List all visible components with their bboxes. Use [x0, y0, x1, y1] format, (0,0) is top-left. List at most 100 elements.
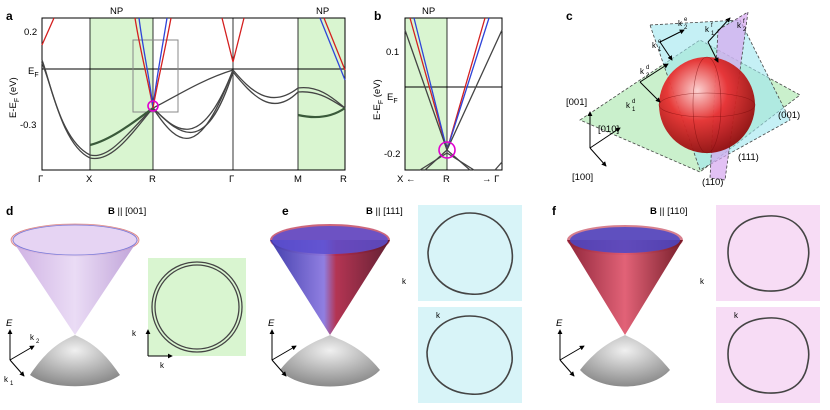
field-label-d: B || [001] — [108, 206, 146, 217]
svg-text:M: M — [294, 174, 302, 185]
svg-text:k: k — [737, 21, 742, 30]
svg-text:k: k — [678, 19, 683, 28]
svg-text:2: 2 — [743, 27, 747, 33]
field-label-f: B || [110] — [650, 206, 688, 217]
gray-surface-f — [580, 335, 670, 387]
k1d-axis-label: k — [4, 375, 9, 384]
svg-text:1: 1 — [658, 47, 662, 53]
fs-d-k2-label: k — [132, 329, 137, 338]
svg-text:k: k — [705, 25, 710, 34]
fs-f-k1-label: k — [734, 311, 739, 320]
fs-contour-e-1 — [427, 212, 514, 295]
plane-label-001: (001) — [778, 110, 800, 121]
fs-e-k2-label: k — [402, 277, 407, 286]
k1d-axis-sub: 1 — [10, 381, 14, 387]
panel-b-label: b — [374, 9, 381, 23]
svg-text:f: f — [711, 23, 713, 29]
svg-text:k: k — [626, 101, 631, 110]
k2d-axis-sub: 2 — [36, 339, 40, 345]
fs-contour-f-1 — [727, 215, 810, 292]
dirac-cone-f — [567, 240, 683, 335]
band-curves — [41, 59, 346, 160]
axes-fs-d — [145, 329, 173, 359]
e-axis-d: E — [6, 318, 13, 329]
fs-box-d — [148, 258, 246, 356]
band-colored — [41, 17, 346, 109]
ef-label-a: EF — [28, 66, 39, 79]
np-label-b: NP — [422, 6, 435, 17]
node-circle-a — [147, 100, 159, 112]
crystal-axes — [587, 111, 621, 167]
fs-box-f-2 — [716, 307, 820, 403]
svg-text:X: X — [86, 174, 93, 185]
axes-f — [557, 329, 585, 377]
panel-b-frame — [404, 17, 503, 171]
panel-a: a NP NP — [6, 6, 347, 185]
axes-e — [269, 329, 297, 377]
xlabel-b-left: X ← — [397, 174, 415, 185]
np-region-2 — [298, 18, 345, 170]
fs-contour-e-2 — [426, 315, 513, 395]
svg-text:1: 1 — [711, 31, 715, 37]
svg-text:f: f — [743, 19, 745, 25]
dirac-cone-d — [12, 240, 138, 335]
svg-text:k: k — [652, 41, 657, 50]
svg-text:2: 2 — [646, 73, 650, 79]
panel-f-label: f — [552, 204, 557, 218]
svg-text:e: e — [658, 39, 662, 45]
e-axis-f: E — [556, 318, 563, 329]
dir-100: [100] — [572, 172, 593, 183]
np-region-1 — [90, 18, 153, 170]
band-green — [89, 107, 346, 147]
dir-010: [010] — [598, 124, 619, 135]
axes-d — [7, 329, 35, 377]
xticks-a: Γ X R Γ M R — [38, 174, 347, 185]
xlabel-b-mid: R — [443, 174, 450, 185]
fs-f-k2-label: k — [700, 277, 705, 286]
panel-d-label: d — [6, 204, 13, 218]
ytick-b-1: 0.1 — [386, 47, 399, 58]
np-region-b — [405, 18, 447, 170]
band-curves-b — [404, 17, 503, 171]
k-arrows-c — [639, 17, 731, 103]
svg-text:e: e — [684, 17, 688, 23]
k2d-axis-label: k — [30, 333, 35, 342]
gray-surface-e — [280, 335, 380, 387]
dirac-cone-e — [270, 240, 390, 335]
svg-text:R: R — [340, 174, 347, 185]
ylabel-a: E-EF (eV) — [8, 77, 21, 118]
panel-a-frame — [41, 17, 346, 171]
svg-text:d: d — [632, 99, 635, 105]
svg-text:2: 2 — [684, 25, 688, 31]
node-circle-b — [438, 141, 456, 159]
svg-text:d: d — [646, 65, 649, 71]
dir-001: [001] — [566, 97, 587, 108]
ef-label-b: EF — [387, 92, 398, 105]
fermi-sphere — [659, 57, 755, 153]
plane-label-110: (110) — [702, 177, 723, 188]
fs-contour-d-2 — [154, 264, 240, 350]
panel-e-label: e — [282, 204, 289, 218]
fs-box-e-1 — [418, 205, 522, 301]
fs-box-e-2 — [418, 307, 522, 403]
field-label-e: B || [111] — [366, 206, 403, 217]
np-label-2: NP — [316, 6, 329, 17]
fs-e-k1-label: k — [436, 311, 441, 320]
svg-text:Γ: Γ — [229, 174, 234, 185]
np-label-1: NP — [110, 6, 123, 17]
svg-text:R: R — [149, 174, 156, 185]
ytick-a-1: 0.2 — [24, 27, 37, 38]
svg-text:Γ: Γ — [38, 174, 43, 185]
panel-f: f B || [110] E k k — [552, 204, 820, 403]
fs-d-k1-label: k — [160, 361, 165, 370]
fs-box-f-1 — [716, 205, 820, 301]
panel-e: e B || [111] E k k — [268, 204, 522, 403]
xlabel-b-right: → Γ — [482, 174, 499, 185]
e-axis-e: E — [268, 318, 275, 329]
ytick-b-2: -0.2 — [384, 149, 400, 160]
gray-surface-d — [30, 335, 120, 387]
